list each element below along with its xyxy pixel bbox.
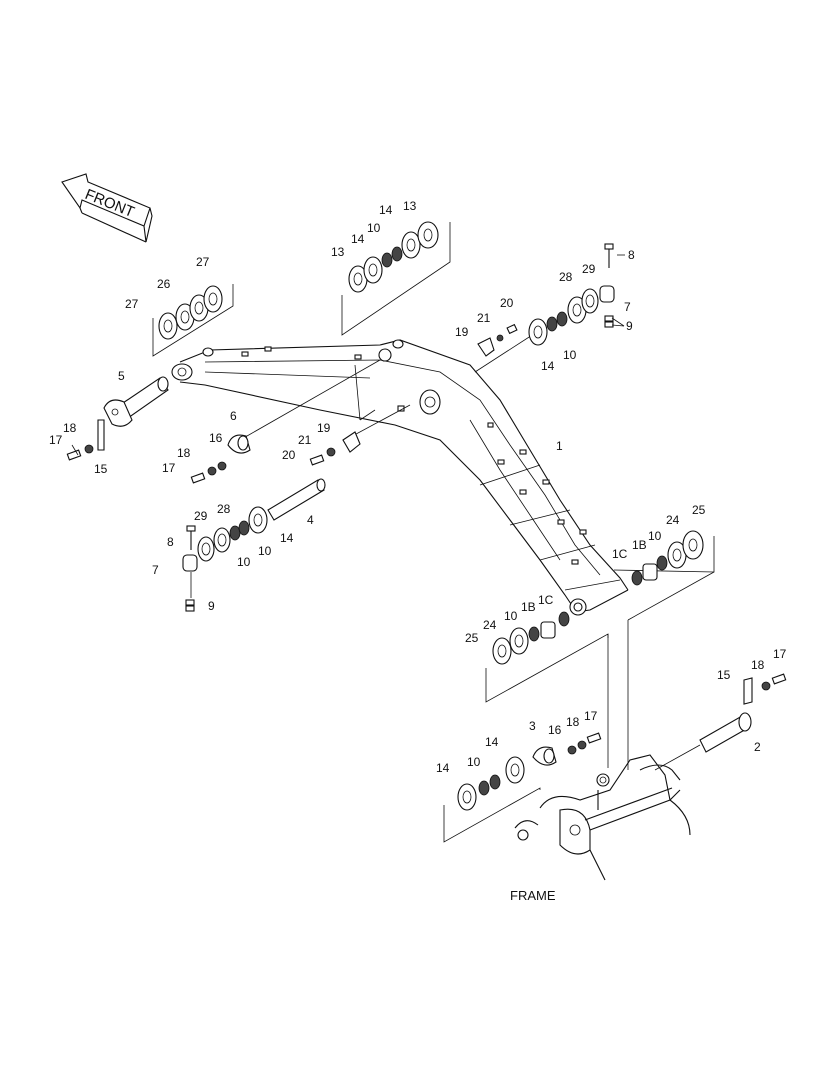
callout-17-c-17a: 17 <box>49 433 63 447</box>
callout-16-c-16b: 16 <box>548 723 562 737</box>
callout-24-c-24b: 24 <box>666 513 680 527</box>
callout-9-c-9b: 9 <box>208 599 215 613</box>
callout-7-c-7b: 7 <box>152 563 159 577</box>
group-brackets <box>152 222 715 843</box>
callout-10-c-10c: 10 <box>237 555 251 569</box>
callout-14-c-14b: 14 <box>379 203 393 217</box>
callout-10-c-10d: 10 <box>258 544 272 558</box>
callout-10-c-10e: 10 <box>504 609 518 623</box>
callout-8-c-8a: 8 <box>628 248 635 262</box>
callout-3-c-3: 3 <box>529 719 536 733</box>
callout-10-c-10g: 10 <box>467 755 481 769</box>
callout-1c-c-1c-a: 1C <box>538 593 554 607</box>
callout-21-c-21a: 21 <box>477 311 491 325</box>
callout-29-c-29b: 29 <box>194 509 208 523</box>
callout-10-c-10b: 10 <box>563 348 577 362</box>
callout-14-c-14e: 14 <box>485 735 499 749</box>
callout-18-c-18a: 18 <box>63 421 77 435</box>
frame: FRAME <box>510 754 691 903</box>
callout-18-c-18d: 18 <box>566 715 580 729</box>
callout-18-c-18c: 18 <box>751 658 765 672</box>
callout-29-c-29a: 29 <box>582 262 596 276</box>
bracket-19-lower <box>309 431 361 466</box>
washer-group-bottom <box>457 756 525 811</box>
callout-14-c-14a: 14 <box>351 232 365 246</box>
washer-group-top <box>348 221 439 293</box>
callout-4-c-4: 4 <box>307 513 314 527</box>
callout-13-c-13a: 13 <box>331 245 345 259</box>
callout-5-c-5: 5 <box>118 369 125 383</box>
washer-group-right-upper <box>528 243 625 346</box>
washer-group-left-lower <box>182 506 268 612</box>
part-3 <box>532 732 602 766</box>
callout-1b-c-1b-a: 1B <box>521 600 536 614</box>
bracket-19-upper <box>477 323 518 357</box>
pin-2 <box>654 673 787 771</box>
pin-5 <box>103 376 169 427</box>
callout-27-c-27a: 27 <box>196 255 210 269</box>
callout-20-c-20b: 20 <box>282 448 296 462</box>
callout-28-c-28a: 28 <box>559 270 573 284</box>
callout-18-c-18b: 18 <box>177 446 191 460</box>
callout-28-c-28b: 28 <box>217 502 231 516</box>
callout-16-c-16a: 16 <box>209 431 223 445</box>
callout-10-c-10f: 10 <box>648 529 662 543</box>
callout-15-c-15a: 15 <box>94 462 108 476</box>
pin-4 <box>267 478 326 521</box>
washer-group-foot-left <box>492 611 570 665</box>
callout-24-c-24a: 24 <box>483 618 497 632</box>
callout-1-c-1: 1 <box>556 439 563 453</box>
plate-15-left <box>66 419 105 461</box>
part-6 <box>190 434 251 484</box>
callout-8-c-8b: 8 <box>167 535 174 549</box>
callout-14-c-14f: 14 <box>436 761 450 775</box>
frame-label: FRAME <box>510 888 556 903</box>
washer-group-left <box>158 285 223 340</box>
callout-19-c-19b: 19 <box>317 421 331 435</box>
callout-14-c-14c: 14 <box>541 359 555 373</box>
washer-group-foot-right <box>631 530 704 586</box>
callout-26-c-26: 26 <box>157 277 171 291</box>
callout-25-c-25b: 25 <box>692 503 706 517</box>
callout-17-c-17b: 17 <box>162 461 176 475</box>
callout-21-c-21b: 21 <box>298 433 312 447</box>
callout-2-c-2: 2 <box>754 740 761 754</box>
callout-17-c-17d: 17 <box>584 709 598 723</box>
callout-1b-c-1b-b: 1B <box>632 538 647 552</box>
callout-9-c-9a: 9 <box>626 319 633 333</box>
callout-27-c-27b: 27 <box>125 297 139 311</box>
callout-17-c-17c: 17 <box>773 647 787 661</box>
callout-6-c-6: 6 <box>230 409 237 423</box>
callout-13-c-13b: 13 <box>403 199 417 213</box>
callout-15-c-15b: 15 <box>717 668 731 682</box>
callout-19-c-19a: 19 <box>455 325 469 339</box>
callout-20-c-20a: 20 <box>500 296 514 310</box>
callout-1c-c-1c-b: 1C <box>612 547 628 561</box>
front-arrow-icon: FRONT <box>61 173 153 243</box>
callout-14-c-14d: 14 <box>280 531 294 545</box>
callout-25-c-25a: 25 <box>465 631 479 645</box>
callout-7-c-7a: 7 <box>624 300 631 314</box>
callout-10-c-10a: 10 <box>367 221 381 235</box>
boom-body <box>171 339 629 616</box>
